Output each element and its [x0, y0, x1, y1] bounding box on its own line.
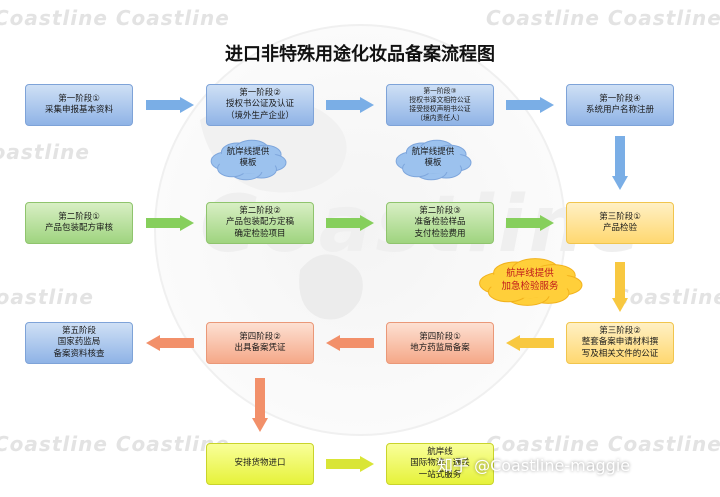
step-1-2-authorization-notarization: 第一阶段② 授权书公证及认证 （境外生产企业）	[206, 84, 314, 126]
arrow-n11-n13	[252, 378, 268, 432]
node-label: 第一阶段②	[239, 87, 281, 98]
cloud-label: 航岸线提供	[226, 147, 270, 157]
page-title: 进口非特殊用途化妆品备案流程图	[225, 44, 495, 65]
arrange-import: 安排货物进口	[206, 443, 314, 485]
node-label: 一站式服务	[418, 469, 462, 480]
node-label: 地方药监局备案	[410, 343, 470, 353]
step-1-4-system-user-registration: 第一阶段④ 系统用户名称注册	[566, 84, 674, 126]
arrow-n5-n6	[146, 215, 194, 231]
node-label: 产品包装配方定稿	[225, 217, 294, 228]
step-2-1-packaging-formula-review: 第二阶段① 产品包装配方审核	[25, 202, 133, 244]
node-label: 采集申报基本资料	[44, 105, 113, 115]
cloud-template-1	[210, 139, 287, 181]
node-label: 支付检验费用	[414, 228, 466, 239]
cloud-expedite	[479, 258, 583, 306]
node-label: 系统用户名称注册	[585, 105, 654, 115]
step-5-nmpa-review: 第五阶段 国家药监局 备案资料核查	[25, 322, 133, 364]
node-label: 第四阶段①	[419, 331, 461, 342]
node-label: 航岸线	[427, 446, 453, 457]
node-label: 授权书公证及认证	[225, 99, 294, 110]
node-label: 出具备案凭证	[234, 343, 286, 353]
node-label: 产品检验	[602, 223, 637, 233]
node-label: 写及相关文件的公证	[581, 348, 659, 359]
node-label: 产品包装配方审核	[44, 223, 113, 233]
arrow-n9-n10	[506, 335, 554, 351]
cloud-label: 航岸线提供	[411, 147, 455, 157]
arrow-n8-n9	[612, 262, 628, 312]
node-label: 接受授权声明书公证	[409, 105, 471, 113]
step-4-2-issue-certificate: 第四阶段② 出具备案凭证	[206, 322, 314, 364]
watermark-text: Coastline Coastline	[486, 432, 720, 456]
arrow-n4-n8	[612, 136, 628, 190]
step-2-2-finalize-formula: 第二阶段② 产品包装配方定稿 确定检验项目	[206, 202, 314, 244]
step-2-3-prepare-samples: 第二阶段③ 准备检验样品 支付检验费用	[386, 202, 494, 244]
cloud-label: 航岸线提供	[506, 268, 554, 279]
node-label: 第一阶段④	[599, 93, 641, 104]
continent-watermark	[299, 254, 363, 320]
node-label: 第三阶段①	[599, 211, 641, 222]
cloud-template-1-text: 航岸线提供 模板	[213, 147, 283, 170]
arrow-n1-n2	[146, 97, 194, 113]
watermark-text: Coastline Coastline	[486, 6, 720, 30]
watermark-text: Coastline	[0, 140, 90, 164]
arrow-n7-n8	[506, 215, 554, 231]
cloud-label: 加急检验服务	[501, 280, 559, 292]
node-label: 国际物流、通关	[410, 458, 470, 469]
node-label: 第三阶段②	[599, 325, 641, 336]
arrow-n6-n7	[326, 215, 374, 231]
cloud-label: 模板	[424, 158, 442, 169]
step-3-2-application-materials: 第三阶段② 整套备案申请材料撰 写及相关文件的公证	[566, 322, 674, 364]
node-label: 授权书译文相符公证	[409, 95, 471, 104]
node-label: 第二阶段②	[239, 205, 281, 216]
step-4-1-local-fda-filing: 第四阶段① 地方药监局备案	[386, 322, 494, 364]
arrow-n13-n14	[326, 456, 374, 472]
node-label: 安排货物进口	[234, 458, 286, 469]
arrow-n10-n11	[326, 335, 374, 351]
cloud-label: 模板	[239, 158, 257, 169]
node-label: （境内责任人）	[416, 114, 464, 123]
credit-watermark: 知乎 @Coastline-maggie	[437, 456, 631, 475]
cloud-template-2-text: 航岸线提供 模板	[398, 147, 468, 170]
step-3-1-product-testing: 第三阶段① 产品检验	[566, 202, 674, 244]
cloud-template-2	[395, 139, 472, 181]
node-label: 国家药监局	[57, 337, 101, 348]
watermark-text: Coastline	[0, 285, 94, 309]
arrow-n2-n3	[326, 97, 374, 113]
node-label: 确定检验项目	[234, 228, 286, 239]
node-label: 第一阶段①	[58, 93, 100, 104]
step-1-3-translation-notarization: 第一阶段③ 授权书译文相符公证 接受授权声明书公证 （境内责任人）	[386, 84, 494, 126]
node-label: 第五阶段	[61, 325, 96, 336]
node-label: 第四阶段②	[239, 331, 281, 342]
watermark-text: Coastline	[614, 285, 720, 309]
one-stop-logistics-service: 航岸线 国际物流、通关 一站式服务	[386, 443, 494, 485]
node-label: 整套备案申请材料撰	[581, 337, 659, 348]
node-label: 备案资料核查	[53, 348, 105, 359]
node-label: 第一阶段③	[423, 86, 457, 95]
node-label: 准备检验样品	[414, 217, 466, 228]
arrow-n3-n4	[506, 97, 554, 113]
step-1-1-collect-basic-info: 第一阶段① 采集申报基本资料	[25, 84, 133, 126]
node-label: 第二阶段③	[419, 205, 461, 216]
cloud-expedite-text: 航岸线提供 加急检验服务	[480, 268, 580, 294]
node-label: 第二阶段①	[58, 211, 100, 222]
node-label: （境外生产企业）	[225, 110, 294, 121]
watermark-text: Coastline Coastline	[0, 6, 230, 30]
arrow-n11-n12	[146, 335, 194, 351]
